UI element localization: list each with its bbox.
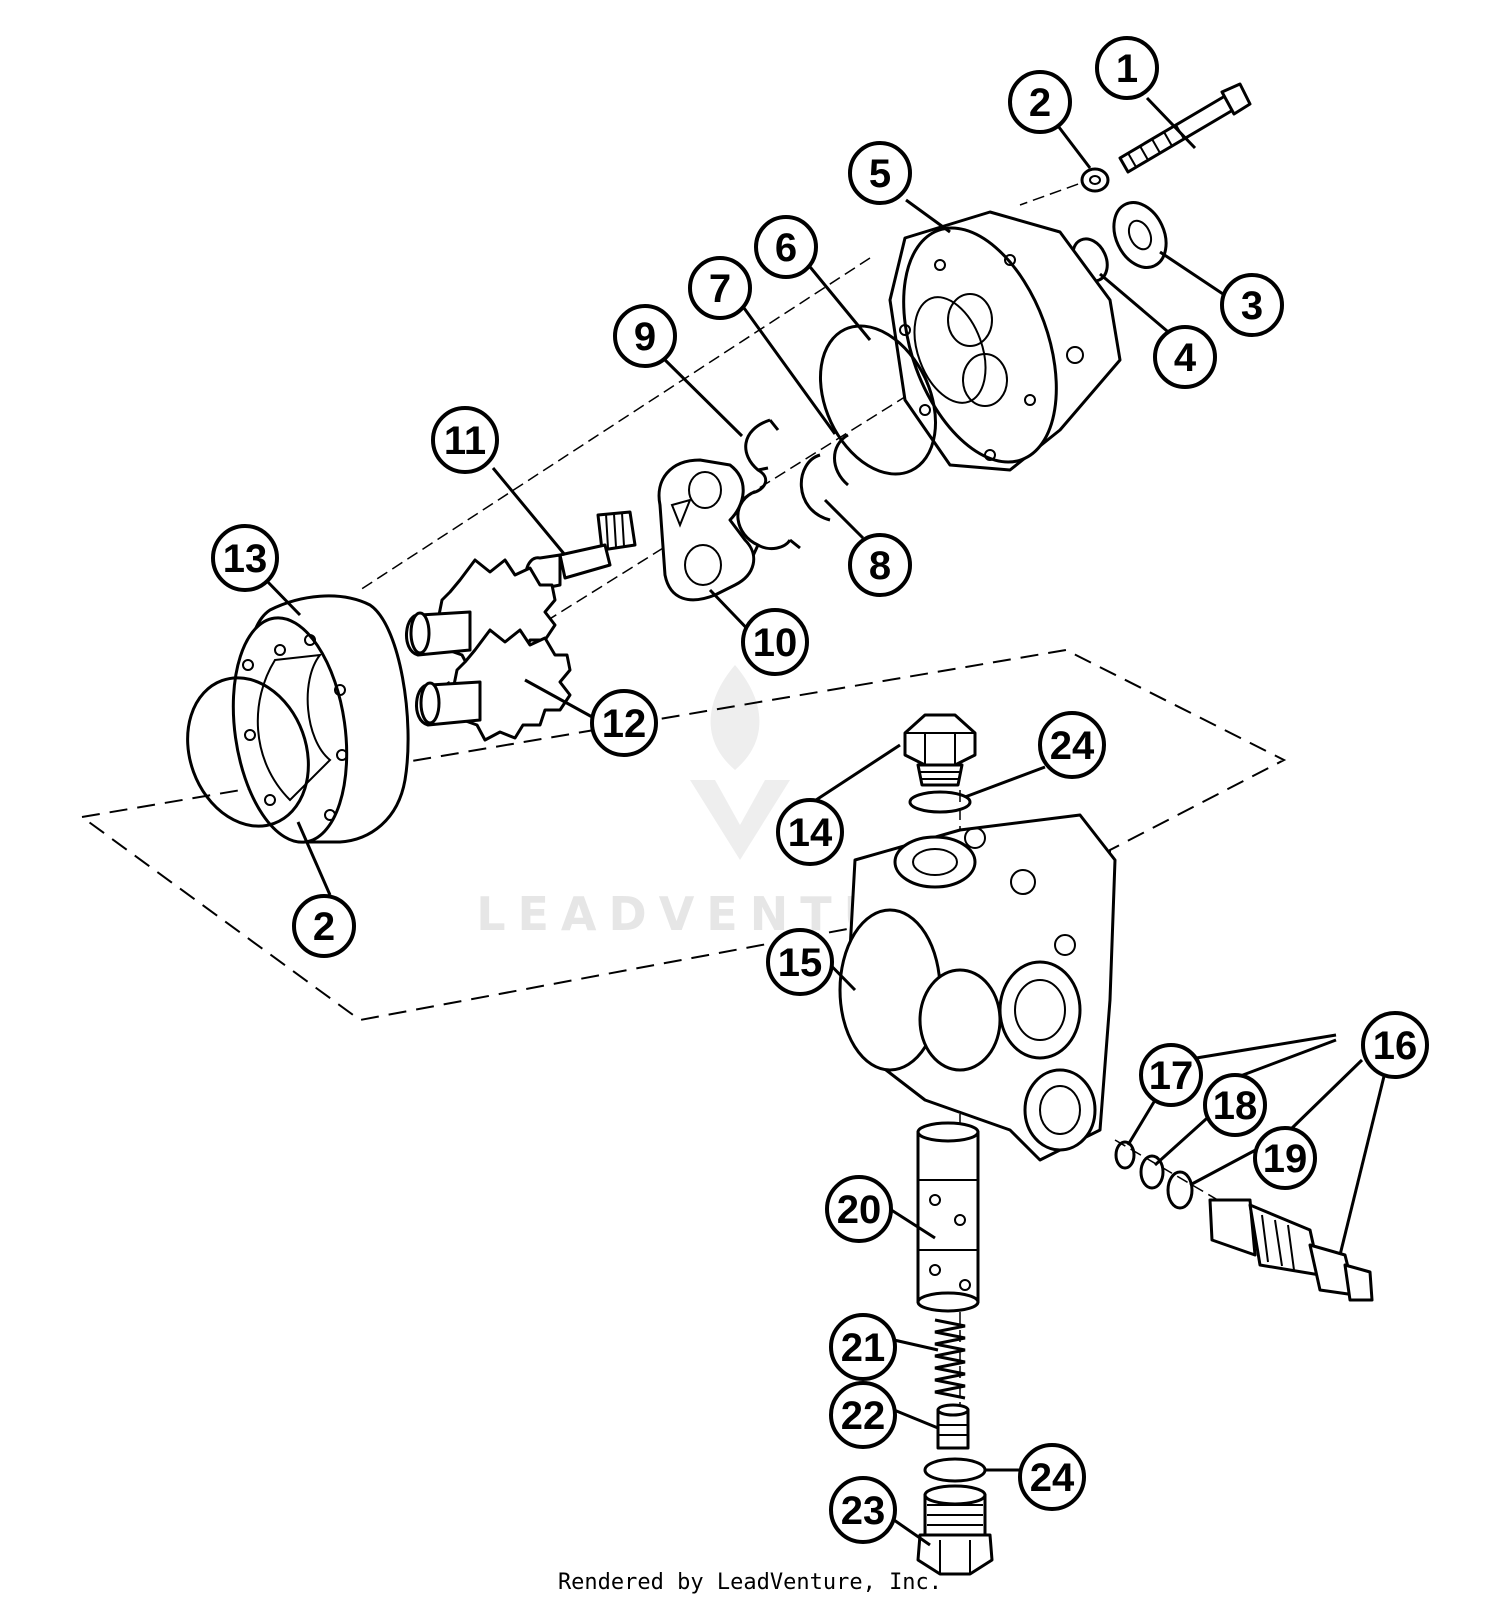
callout-label: 12	[602, 702, 647, 746]
callout-circles	[211, 36, 1429, 1544]
callout-label: 8	[869, 544, 891, 588]
part-19-o-ring	[1166, 1170, 1194, 1210]
part-17-o-ring	[1114, 1140, 1136, 1170]
callout-label: 18	[1213, 1084, 1258, 1128]
part-3-seal	[1112, 201, 1168, 269]
callout-label: 2	[1029, 81, 1051, 125]
part-18-o-ring	[1139, 1154, 1165, 1190]
callout-label: 23	[841, 1489, 886, 1533]
part-10-wear-plate	[657, 458, 756, 602]
part-11-drive-shaft	[524, 510, 637, 592]
callout-label: 14	[788, 811, 833, 855]
part-21-spring	[934, 1318, 966, 1400]
part-24-o-ring-lower	[923, 1457, 987, 1483]
part-5-front-housing	[888, 210, 1122, 472]
callout-label: 1	[1116, 47, 1138, 91]
part-2-o-ring	[186, 676, 310, 828]
part-9-seal-clips	[736, 418, 801, 559]
part-6-o-ring	[818, 324, 938, 476]
callout-label: 9	[634, 315, 656, 359]
part-15-valve-body	[838, 813, 1117, 1162]
callout-label: 2	[313, 905, 335, 949]
callout-label: 4	[1174, 336, 1197, 380]
part-1-bolt	[1118, 82, 1252, 174]
callout-label: 10	[753, 621, 798, 665]
part-20-spool	[916, 1121, 980, 1313]
callout-label: 11	[444, 419, 486, 463]
callout-label: 6	[775, 226, 797, 270]
part-7-snap-ring	[833, 433, 850, 487]
callout-labels: 1 2 3 4 5 6 7 8 9 10 11 12 13 2 14 24 15…	[223, 47, 1418, 1533]
callout-label: 15	[778, 941, 823, 985]
callout-label: 17	[1149, 1054, 1194, 1098]
part-16-relief-valve	[1208, 1198, 1374, 1302]
callout-label: 22	[841, 1394, 886, 1438]
callout-label: 21	[841, 1326, 886, 1370]
part-8-snap-ring	[799, 453, 831, 522]
callout-label: 3	[1241, 284, 1263, 328]
part-24-o-ring-upper	[908, 790, 972, 814]
part-2-washer	[1080, 167, 1110, 193]
callout-label: 5	[869, 152, 891, 196]
render-credit: Rendered by LeadVenture, Inc.	[557, 1570, 943, 1595]
part-22-poppet	[936, 1403, 970, 1450]
callout-label: 7	[709, 267, 731, 311]
callout-label: 20	[837, 1188, 882, 1232]
callout-label: 13	[223, 537, 268, 581]
callout-label: 19	[1263, 1137, 1308, 1181]
leader-lines	[262, 96, 1390, 1547]
part-14-plug	[903, 713, 977, 787]
part-13-gear-housing	[231, 594, 410, 844]
part-23-plug	[916, 1484, 994, 1576]
callout-label: 24	[1050, 724, 1095, 768]
part-12-gears	[404, 558, 572, 742]
subassembly-boundary	[79, 648, 1287, 1022]
callout-label: 16	[1373, 1024, 1418, 1068]
callout-label: 24	[1030, 1456, 1075, 1500]
